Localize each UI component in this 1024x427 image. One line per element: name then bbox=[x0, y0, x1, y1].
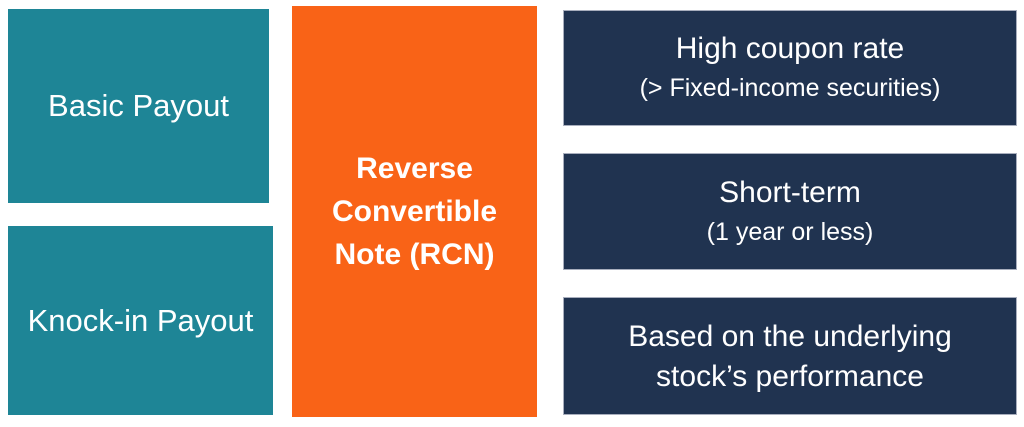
feature-high-coupon-subtitle: (> Fixed-income securities) bbox=[639, 74, 941, 102]
knock-in-payout-label: Knock-in Payout bbox=[27, 302, 254, 338]
feature-underlying-stock-title: Based on the underlying bbox=[628, 319, 952, 353]
rcn-title-line-3: Note (RCN) bbox=[334, 238, 495, 271]
basic-payout-box: Basic Payout bbox=[8, 9, 269, 203]
feature-short-term-title: Short-term bbox=[719, 175, 861, 209]
rcn-title-line-1: Reverse bbox=[356, 152, 473, 185]
rcn-title-line-2: Convertible bbox=[331, 195, 498, 228]
rcn-title-box: Reverse Convertible Note (RCN) bbox=[292, 6, 537, 417]
feature-box-high-coupon: High coupon rate (> Fixed-income securit… bbox=[563, 10, 1017, 126]
knock-in-payout-box: Knock-in Payout bbox=[8, 226, 273, 415]
feature-underlying-stock-subtitle: stock’s performance bbox=[656, 359, 924, 393]
basic-payout-label: Basic Payout bbox=[48, 88, 229, 123]
feature-box-short-term: Short-term (1 year or less) bbox=[563, 153, 1017, 270]
feature-short-term-subtitle: (1 year or less) bbox=[706, 217, 874, 246]
feature-high-coupon-title: High coupon rate bbox=[675, 32, 905, 65]
feature-box-underlying-stock: Based on the underlying stock’s performa… bbox=[563, 297, 1017, 415]
